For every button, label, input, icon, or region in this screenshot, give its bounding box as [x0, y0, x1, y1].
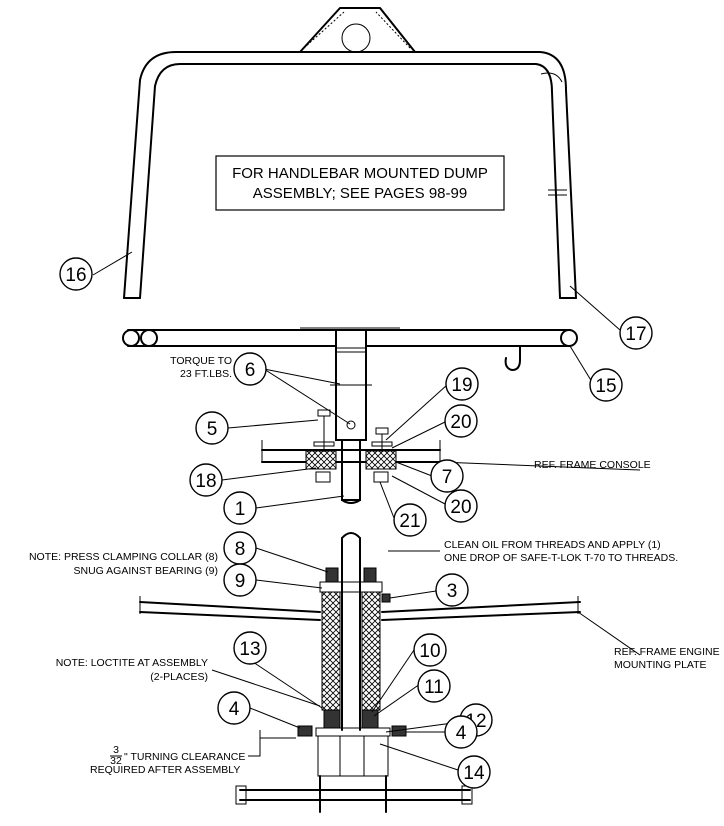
- balloon-9: 9: [223, 563, 257, 597]
- balloon-11: 11: [417, 669, 451, 703]
- svg-text:18: 18: [195, 471, 216, 492]
- balloon-17: 17: [619, 316, 653, 350]
- balloon-8: 8: [223, 531, 257, 565]
- balloon-7: 7: [430, 459, 464, 493]
- svg-text:20: 20: [450, 497, 471, 518]
- clearance-fraction-den: 32: [110, 755, 122, 767]
- balloon-6: 6: [233, 352, 267, 386]
- balloon-19: 19: [445, 367, 479, 401]
- svg-text:7: 7: [442, 467, 453, 488]
- balloon-20-top: 20: [444, 404, 478, 438]
- ref-engine-plate-line1: REF. FRAME ENGINE: [614, 646, 720, 658]
- balloon-4-left: 4: [217, 691, 251, 725]
- torque-note-line2: 23 FT.LBS.: [180, 368, 232, 380]
- svg-text:11: 11: [424, 677, 444, 698]
- balloon-20-bottom: 20: [444, 489, 478, 523]
- svg-text:19: 19: [451, 375, 472, 396]
- oil-note-line1: CLEAN OIL FROM THREADS AND APPLY (1): [444, 539, 661, 551]
- loctite-note-line1: NOTE: LOCTITE AT ASSEMBLY: [56, 657, 208, 669]
- steering-shaft-lower: [235, 532, 473, 813]
- handlebar-note-line2: ASSEMBLY; SEE PAGES 98-99: [253, 185, 467, 202]
- svg-text:9: 9: [235, 571, 246, 592]
- press-note-line2: SNUG AGAINST BEARING (9): [73, 565, 218, 577]
- balloon-16: 16: [59, 257, 93, 291]
- engine-mounting-plate: [139, 596, 581, 621]
- leader-lines: [92, 251, 641, 771]
- svg-text:20: 20: [450, 412, 471, 433]
- svg-text:1: 1: [235, 499, 246, 520]
- balloon-14: 14: [457, 755, 491, 789]
- balloon-3: 3: [435, 573, 469, 607]
- handlebar-note-line1: FOR HANDLEBAR MOUNTED DUMP: [232, 165, 488, 182]
- ref-frame-console: REF. FRAME CONSOLE: [534, 459, 651, 471]
- torque-note-line1: TORQUE TO: [170, 355, 232, 367]
- svg-text:13: 13: [239, 639, 260, 660]
- clearance-fraction-num: 3: [113, 744, 119, 756]
- balloon-15: 15: [589, 368, 623, 402]
- loctite-note-line2: (2-PLACES): [150, 671, 208, 683]
- svg-text:6: 6: [245, 360, 256, 381]
- balloon-10: 10: [413, 633, 447, 667]
- clearance-note: 3 32 " TURNING CLEARANCE REQUIRED AFTER …: [90, 744, 245, 776]
- svg-text:10: 10: [419, 641, 440, 662]
- frame-console: [261, 409, 441, 483]
- handlebar-note-box: FOR HANDLEBAR MOUNTED DUMP ASSEMBLY; SEE…: [215, 155, 505, 211]
- press-note-line1: NOTE: PRESS CLAMPING COLLAR (8): [29, 551, 218, 563]
- oil-note-line2: ONE DROP OF SAFE-T-LOK T-70 TO THREADS.: [444, 552, 678, 564]
- balloon-21: 21: [393, 503, 427, 537]
- balloon-4-right: 4: [444, 715, 478, 749]
- balloon-13: 13: [233, 631, 267, 665]
- clearance-note-line2: REQUIRED AFTER ASSEMBLY: [90, 764, 240, 776]
- svg-text:8: 8: [235, 539, 246, 560]
- steering-shaft-upper: [330, 329, 372, 504]
- svg-text:3: 3: [447, 581, 458, 602]
- svg-text:5: 5: [207, 419, 218, 440]
- svg-text:4: 4: [229, 699, 240, 720]
- balloon-5: 5: [195, 411, 229, 445]
- ref-engine-plate-line2: MOUNTING PLATE: [614, 659, 707, 671]
- balloon-1: 1: [223, 491, 257, 525]
- balloon-18: 18: [189, 463, 223, 497]
- svg-text:4: 4: [456, 723, 467, 744]
- clearance-note-line1: " TURNING CLEARANCE: [124, 751, 245, 763]
- handlebar: [123, 7, 577, 299]
- svg-text:21: 21: [399, 511, 420, 532]
- svg-text:17: 17: [625, 324, 646, 345]
- svg-text:14: 14: [463, 763, 485, 784]
- svg-text:16: 16: [65, 265, 86, 286]
- svg-text:15: 15: [595, 376, 616, 397]
